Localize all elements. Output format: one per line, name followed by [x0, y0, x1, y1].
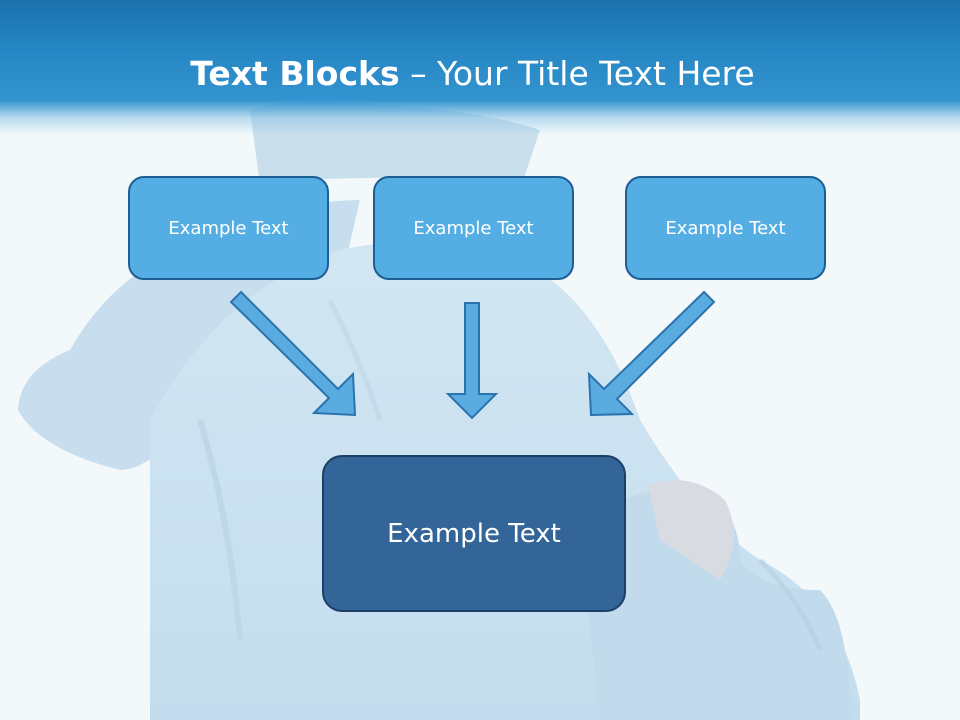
title-bold: Text Blocks [190, 54, 400, 93]
slide-title: Text Blocks – Your Title Text Here [0, 52, 945, 96]
text-block-main: Example Text [322, 455, 626, 612]
arrow-left-diagonal [229, 290, 357, 417]
arrow-center-down [445, 302, 499, 420]
text-block-2: Example Text [373, 176, 574, 280]
title-rest: – Your Title Text Here [399, 54, 755, 93]
text-block-3: Example Text [625, 176, 826, 280]
header-band [0, 0, 960, 135]
arrow-right-diagonal [587, 290, 716, 417]
text-block-1: Example Text [128, 176, 329, 280]
